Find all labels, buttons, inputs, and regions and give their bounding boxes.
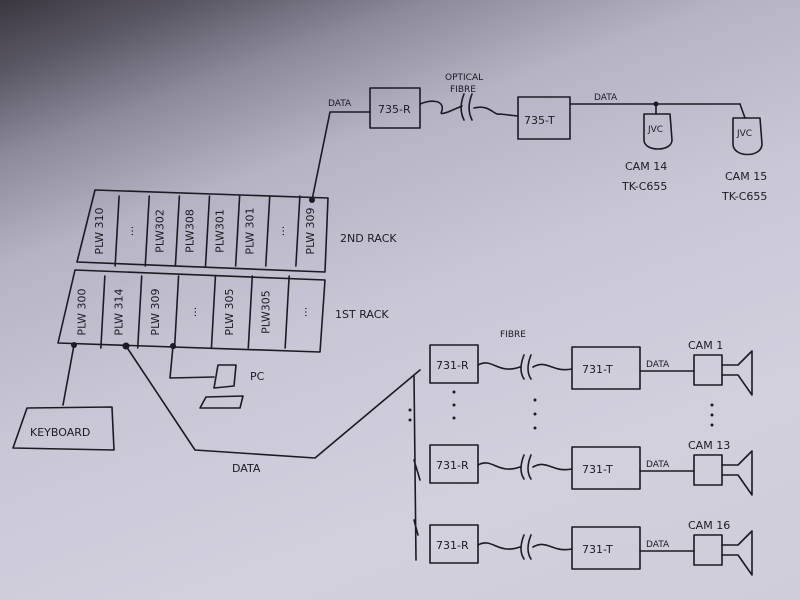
rack-slot-label: PLW 309 — [304, 207, 317, 254]
rack-slot-divider — [284, 275, 290, 349]
rack-slot-label: ... — [297, 307, 310, 318]
rack-slot-divider — [264, 195, 271, 267]
camera-body-icon — [693, 534, 723, 566]
rack-slot-label: PLW 314 — [112, 288, 125, 335]
transmitter-731t-label: 731-T — [582, 363, 613, 376]
camera-name: CAM 1 — [688, 339, 723, 352]
data-label: DATA — [646, 540, 670, 550]
data-label-top-left: DATA — [328, 99, 352, 109]
rack-slot-divider — [144, 195, 151, 267]
rack-slot-divider — [247, 275, 254, 349]
rack-slot-divider — [136, 275, 143, 349]
camera-lens-icon — [721, 530, 753, 576]
rack-slot-label: PLW301 — [214, 209, 227, 253]
transmitter-731t — [571, 446, 641, 490]
transmitter-731t-label: 731-T — [582, 463, 613, 476]
camera-name: CAM 13 — [688, 439, 730, 452]
pc-label: PC — [250, 370, 265, 383]
rack-slot-label: ... — [123, 226, 136, 237]
receiver-feed-wire — [413, 374, 421, 561]
rack2-label: 2ND RACK — [340, 232, 397, 245]
fibre-link-row: 731-R 731-T DATA CAM 16 — [429, 519, 753, 576]
data-label-trunk: DATA — [232, 462, 261, 475]
cam14-model: TK-C655 — [621, 180, 667, 193]
transmitter-735t — [517, 96, 571, 140]
rack2-frame — [76, 189, 329, 273]
receiver-731r-label: 731-R — [436, 359, 469, 372]
cam14-dome-icon — [643, 113, 673, 150]
pc-monitor-icon — [213, 364, 237, 389]
camera-body-icon — [693, 354, 723, 386]
keyboard-wire — [62, 344, 75, 406]
data-trunk-wire — [125, 345, 421, 459]
cam15-name: CAM 15 — [725, 170, 767, 183]
rack-slot-label: PLW 301 — [244, 207, 257, 254]
rack-slot-label: PLW 300 — [75, 288, 88, 335]
fibre-link-row: 731-R 731-T DATA CAM 1 — [429, 339, 753, 396]
fibre-label-line2: FIBRE — [450, 85, 476, 95]
cam14-name: CAM 14 — [625, 160, 667, 173]
pc-wire — [169, 345, 215, 379]
fibre-label-bottom: FIBRE — [500, 330, 526, 340]
rack-slot-divider — [174, 195, 181, 267]
cam15-model: TK-C655 — [721, 190, 767, 203]
receiver-731r — [429, 344, 479, 384]
rack-slot-divider — [114, 195, 120, 267]
rack2-slots: PLW 310... PLW302 PLW308 PLW301 PLW 301... PL… — [93, 195, 317, 267]
camera-body-icon — [693, 454, 723, 486]
fibre-break-symbol — [460, 93, 473, 121]
fibre-wire — [477, 454, 573, 480]
camera-lens-icon — [721, 450, 753, 496]
rack-slot-label: ... — [274, 226, 287, 237]
pc-keyboard-icon — [199, 395, 244, 409]
continuation-dots — [408, 390, 714, 430]
data-label: DATA — [646, 460, 670, 470]
rack-slot-divider — [204, 195, 211, 267]
keyboard-label: KEYBOARD — [30, 426, 90, 439]
rack-slot-label: PLW 309 — [149, 288, 162, 335]
transmitter-731t — [571, 346, 641, 390]
cam14-brand: JVC — [647, 125, 663, 135]
fibre-wire — [477, 534, 573, 560]
camera-lens-icon — [721, 350, 753, 396]
transmitter-731t — [571, 526, 641, 570]
rack-slot-label: PLW308 — [183, 209, 196, 253]
rack1-label: 1ST RACK — [335, 308, 389, 321]
optical-fibre-wire — [419, 100, 463, 115]
rack-slot-label: PLW 310 — [93, 207, 106, 254]
fibre-link-row: 731-R 731-T DATA CAM 13 — [429, 439, 753, 496]
rack-slot-label: ... — [186, 307, 199, 318]
junction-dot — [309, 197, 315, 203]
fibre-label-line1: OPTICAL — [445, 73, 483, 83]
receiver-731r-label: 731-R — [436, 459, 469, 472]
cam15-drop — [739, 103, 746, 119]
rack-to-735r-wire — [311, 111, 371, 201]
fibre-wire — [477, 354, 573, 380]
rack-slot-divider — [210, 275, 217, 349]
receiver-735r — [369, 87, 421, 129]
receiver-731r — [429, 444, 479, 484]
transmitter-735t-label: 735-T — [524, 114, 555, 127]
data-label-top-right: DATA — [594, 93, 618, 103]
transmitter-731t-label: 731-T — [582, 543, 613, 556]
data-label: DATA — [646, 360, 670, 370]
rack1-slots: PLW 300 PLW 314 PLW 309... PLW 305 PLW305... — [75, 275, 310, 349]
rack-slot-label: PLW305 — [260, 290, 273, 334]
receiver-735r-label: 735-R — [378, 103, 411, 116]
cam15-dome-icon — [732, 117, 763, 156]
keyboard-box — [12, 406, 115, 451]
optical-fibre-wire-2 — [473, 106, 519, 117]
rack-slot-divider — [100, 275, 106, 349]
cam15-brand: JVC — [736, 129, 752, 139]
rack-slot-divider — [173, 275, 180, 349]
rack-slot-label: PLW 305 — [223, 288, 236, 335]
rack-slot-label: PLW302 — [153, 209, 166, 253]
rack-slot-divider — [234, 195, 241, 267]
rack-slot-divider — [295, 195, 301, 267]
camera-name: CAM 16 — [688, 519, 730, 532]
receiver-731r — [429, 524, 479, 564]
rack1-frame — [57, 269, 326, 353]
receiver-731r-label: 731-R — [436, 539, 469, 552]
